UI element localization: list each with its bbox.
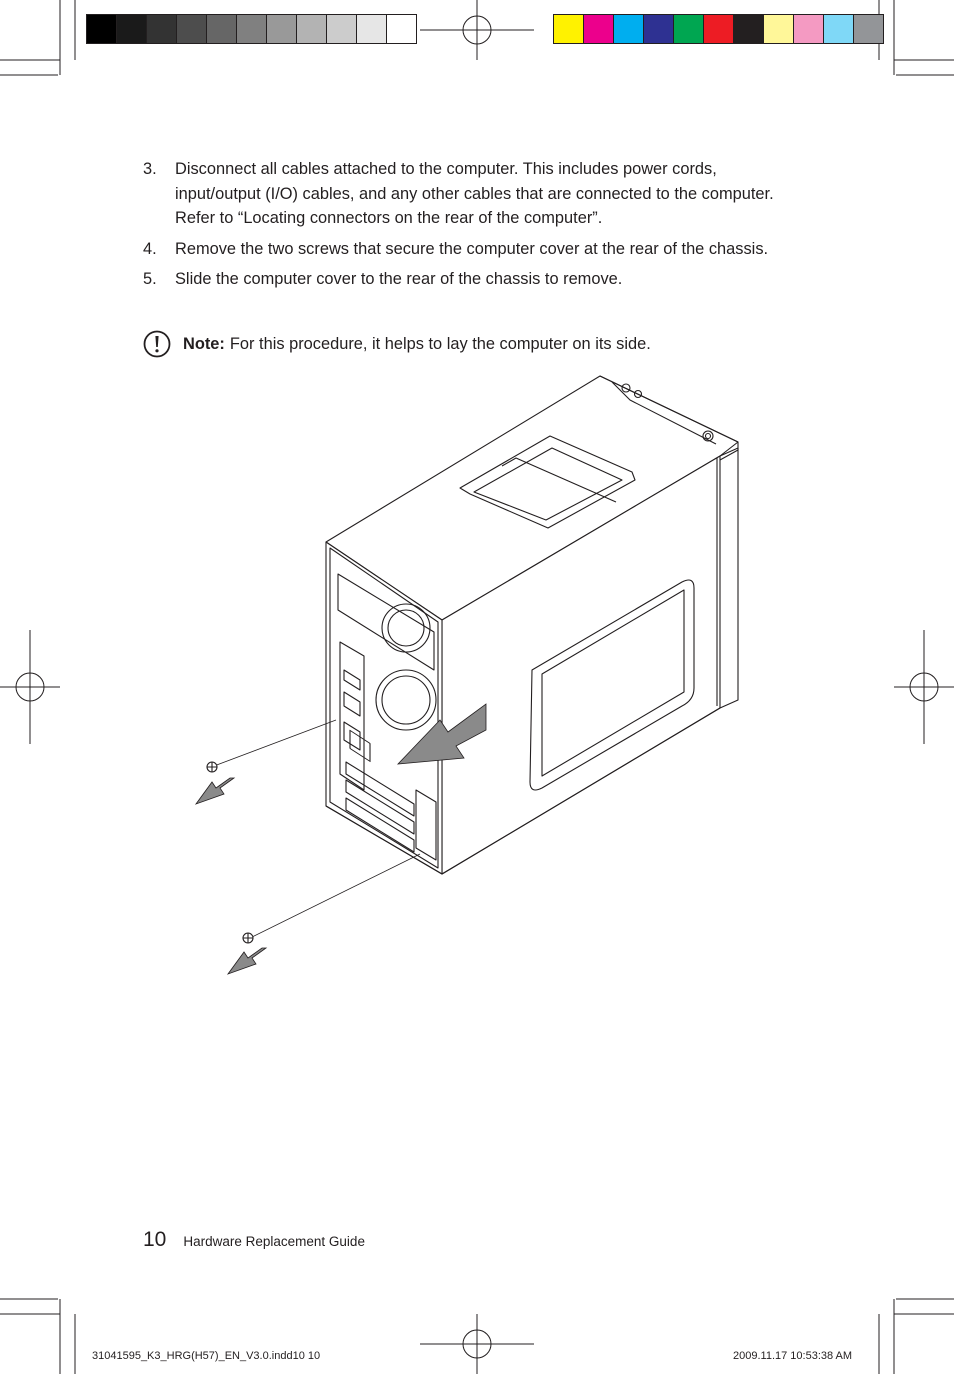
- color-swatch: [584, 15, 614, 43]
- gray-swatch: [207, 15, 237, 43]
- color-swatch: [824, 15, 854, 43]
- step-list: 3. Disconnect all cables attached to the…: [143, 157, 783, 298]
- color-swatch: [794, 15, 824, 43]
- gray-swatch: [117, 15, 147, 43]
- gray-swatch: [327, 15, 357, 43]
- gray-swatch: [357, 15, 387, 43]
- gray-swatch: [387, 15, 416, 43]
- color-swatch: [764, 15, 794, 43]
- page-footer: 10 Hardware Replacement Guide: [143, 1228, 365, 1252]
- gray-swatch: [297, 15, 327, 43]
- color-swatch: [854, 15, 883, 43]
- step-4: 4. Remove the two screws that secure the…: [143, 237, 783, 262]
- note-label: Note:: [183, 334, 225, 353]
- color-swatch: [674, 15, 704, 43]
- step-text: Remove the two screws that secure the co…: [175, 239, 769, 258]
- gray-swatch: [87, 15, 117, 43]
- step-number: 4.: [143, 239, 157, 258]
- gray-swatch: [177, 15, 207, 43]
- grayscale-calibration-bar: [86, 14, 417, 44]
- color-swatch: [614, 15, 644, 43]
- step-5: 5. Slide the computer cover to the rear …: [143, 267, 783, 292]
- exclamation-icon: [143, 330, 171, 358]
- note-text: For this procedure, it helps to lay the …: [229, 334, 651, 353]
- step-text: Slide the computer cover to the rear of …: [175, 270, 623, 288]
- step-3: 3. Disconnect all cables attached to the…: [143, 157, 783, 231]
- gray-swatch: [147, 15, 177, 43]
- gray-swatch: [237, 15, 267, 43]
- slug-timestamp: 2009.11.17 10:53:38 AM: [733, 1350, 853, 1362]
- step-number: 5.: [143, 270, 157, 288]
- step-text: Disconnect all cables attached to the co…: [175, 160, 774, 227]
- footer-title: Hardware Replacement Guide: [183, 1234, 365, 1249]
- slug-file-info: 31041595_K3_HRG(H57)_EN_V3.0.indd10 10: [92, 1350, 321, 1362]
- page-number: 10: [143, 1228, 167, 1251]
- computer-chassis-illustration: [194, 375, 739, 975]
- color-swatch: [734, 15, 764, 43]
- note: Note: For this procedure, it helps to la…: [143, 330, 651, 358]
- color-swatch: [554, 15, 584, 43]
- color-swatch: [644, 15, 674, 43]
- step-number: 3.: [143, 160, 157, 178]
- color-swatch: [704, 15, 734, 43]
- gray-swatch: [267, 15, 297, 43]
- color-calibration-bar: [553, 14, 884, 44]
